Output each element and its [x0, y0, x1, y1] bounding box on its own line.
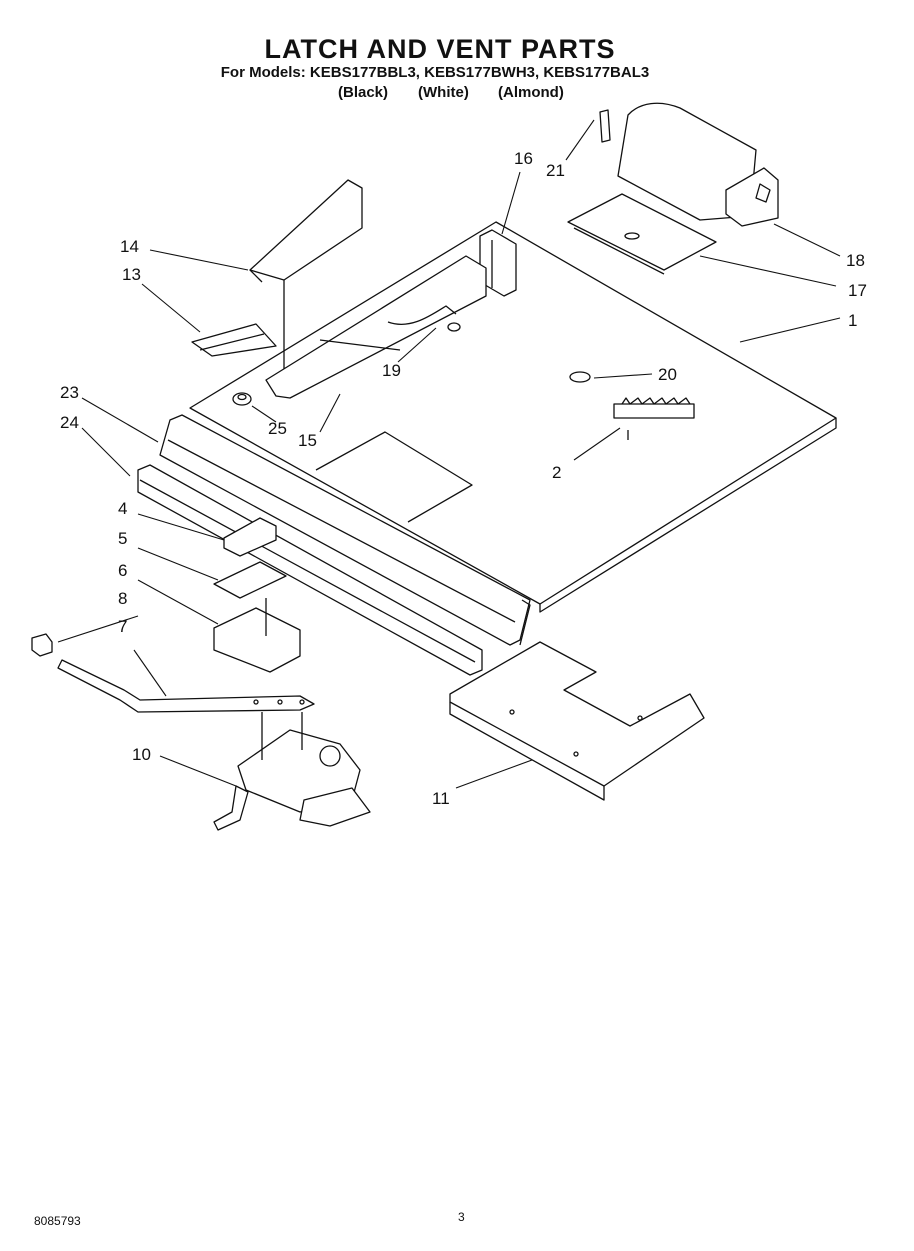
callout-labels: 1 2 4 5 6 7 8 10 11 13 14 15 16 17 18 19… — [60, 149, 867, 808]
document-number: 8085793 — [34, 1214, 81, 1228]
part-25-grommet — [232, 392, 252, 406]
callout-17: 17 — [848, 281, 867, 300]
callout-23: 23 — [60, 383, 79, 402]
part-8-bumper — [31, 633, 53, 657]
callout-8: 8 — [118, 589, 127, 608]
part-2-terminal-block — [613, 397, 695, 440]
callout-16: 16 — [514, 149, 533, 168]
part-1-top-panel — [189, 221, 837, 613]
callout-13: 13 — [122, 265, 141, 284]
callout-14: 14 — [120, 237, 139, 256]
models-line: For Models: KEBS177BBL3, KEBS177BWH3, KE… — [220, 64, 650, 81]
callout-7: 7 — [118, 617, 127, 636]
part-19-hose — [387, 305, 461, 332]
callout-25: 25 — [268, 419, 287, 438]
part-15-vent-channel — [265, 255, 487, 399]
color-almond: (Almond) — [498, 84, 564, 101]
callout-19: 19 — [382, 361, 401, 380]
part-17-blower-bracket — [567, 193, 717, 275]
callout-4: 4 — [118, 499, 127, 518]
callout-21: 21 — [546, 161, 565, 180]
part-11-bottom-shield — [449, 641, 705, 801]
callout-20: 20 — [658, 365, 677, 384]
panel-notch — [315, 431, 473, 523]
part-4-latch-switch — [223, 517, 277, 557]
callout-24: 24 — [60, 413, 79, 432]
part-18-blower-motor — [617, 102, 779, 227]
part-10-latch-assembly — [213, 712, 371, 831]
callout-18: 18 — [846, 251, 865, 270]
color-black: (Black) — [338, 84, 389, 101]
part-7-latch-link — [57, 659, 315, 713]
callout-15: 15 — [298, 431, 317, 450]
page-number: 3 — [458, 1210, 465, 1224]
leader-lines — [57, 119, 841, 789]
part-23-front-trim — [159, 414, 531, 646]
page-title: LATCH AND VENT PARTS — [264, 34, 616, 64]
part-6-switch-housing — [213, 598, 301, 673]
color-white: (White) — [418, 84, 469, 101]
part-13-trim-strip — [191, 323, 277, 357]
callout-10: 10 — [132, 745, 151, 764]
part-21-clip — [599, 109, 611, 143]
part-20-thermostat — [569, 371, 591, 383]
callout-2: 2 — [552, 463, 561, 482]
callout-6: 6 — [118, 561, 127, 580]
callout-5: 5 — [118, 529, 127, 548]
part-24-front-rail — [137, 464, 483, 676]
callout-1: 1 — [848, 311, 857, 330]
part-5-insulator — [213, 561, 287, 599]
callout-11: 11 — [432, 789, 450, 808]
